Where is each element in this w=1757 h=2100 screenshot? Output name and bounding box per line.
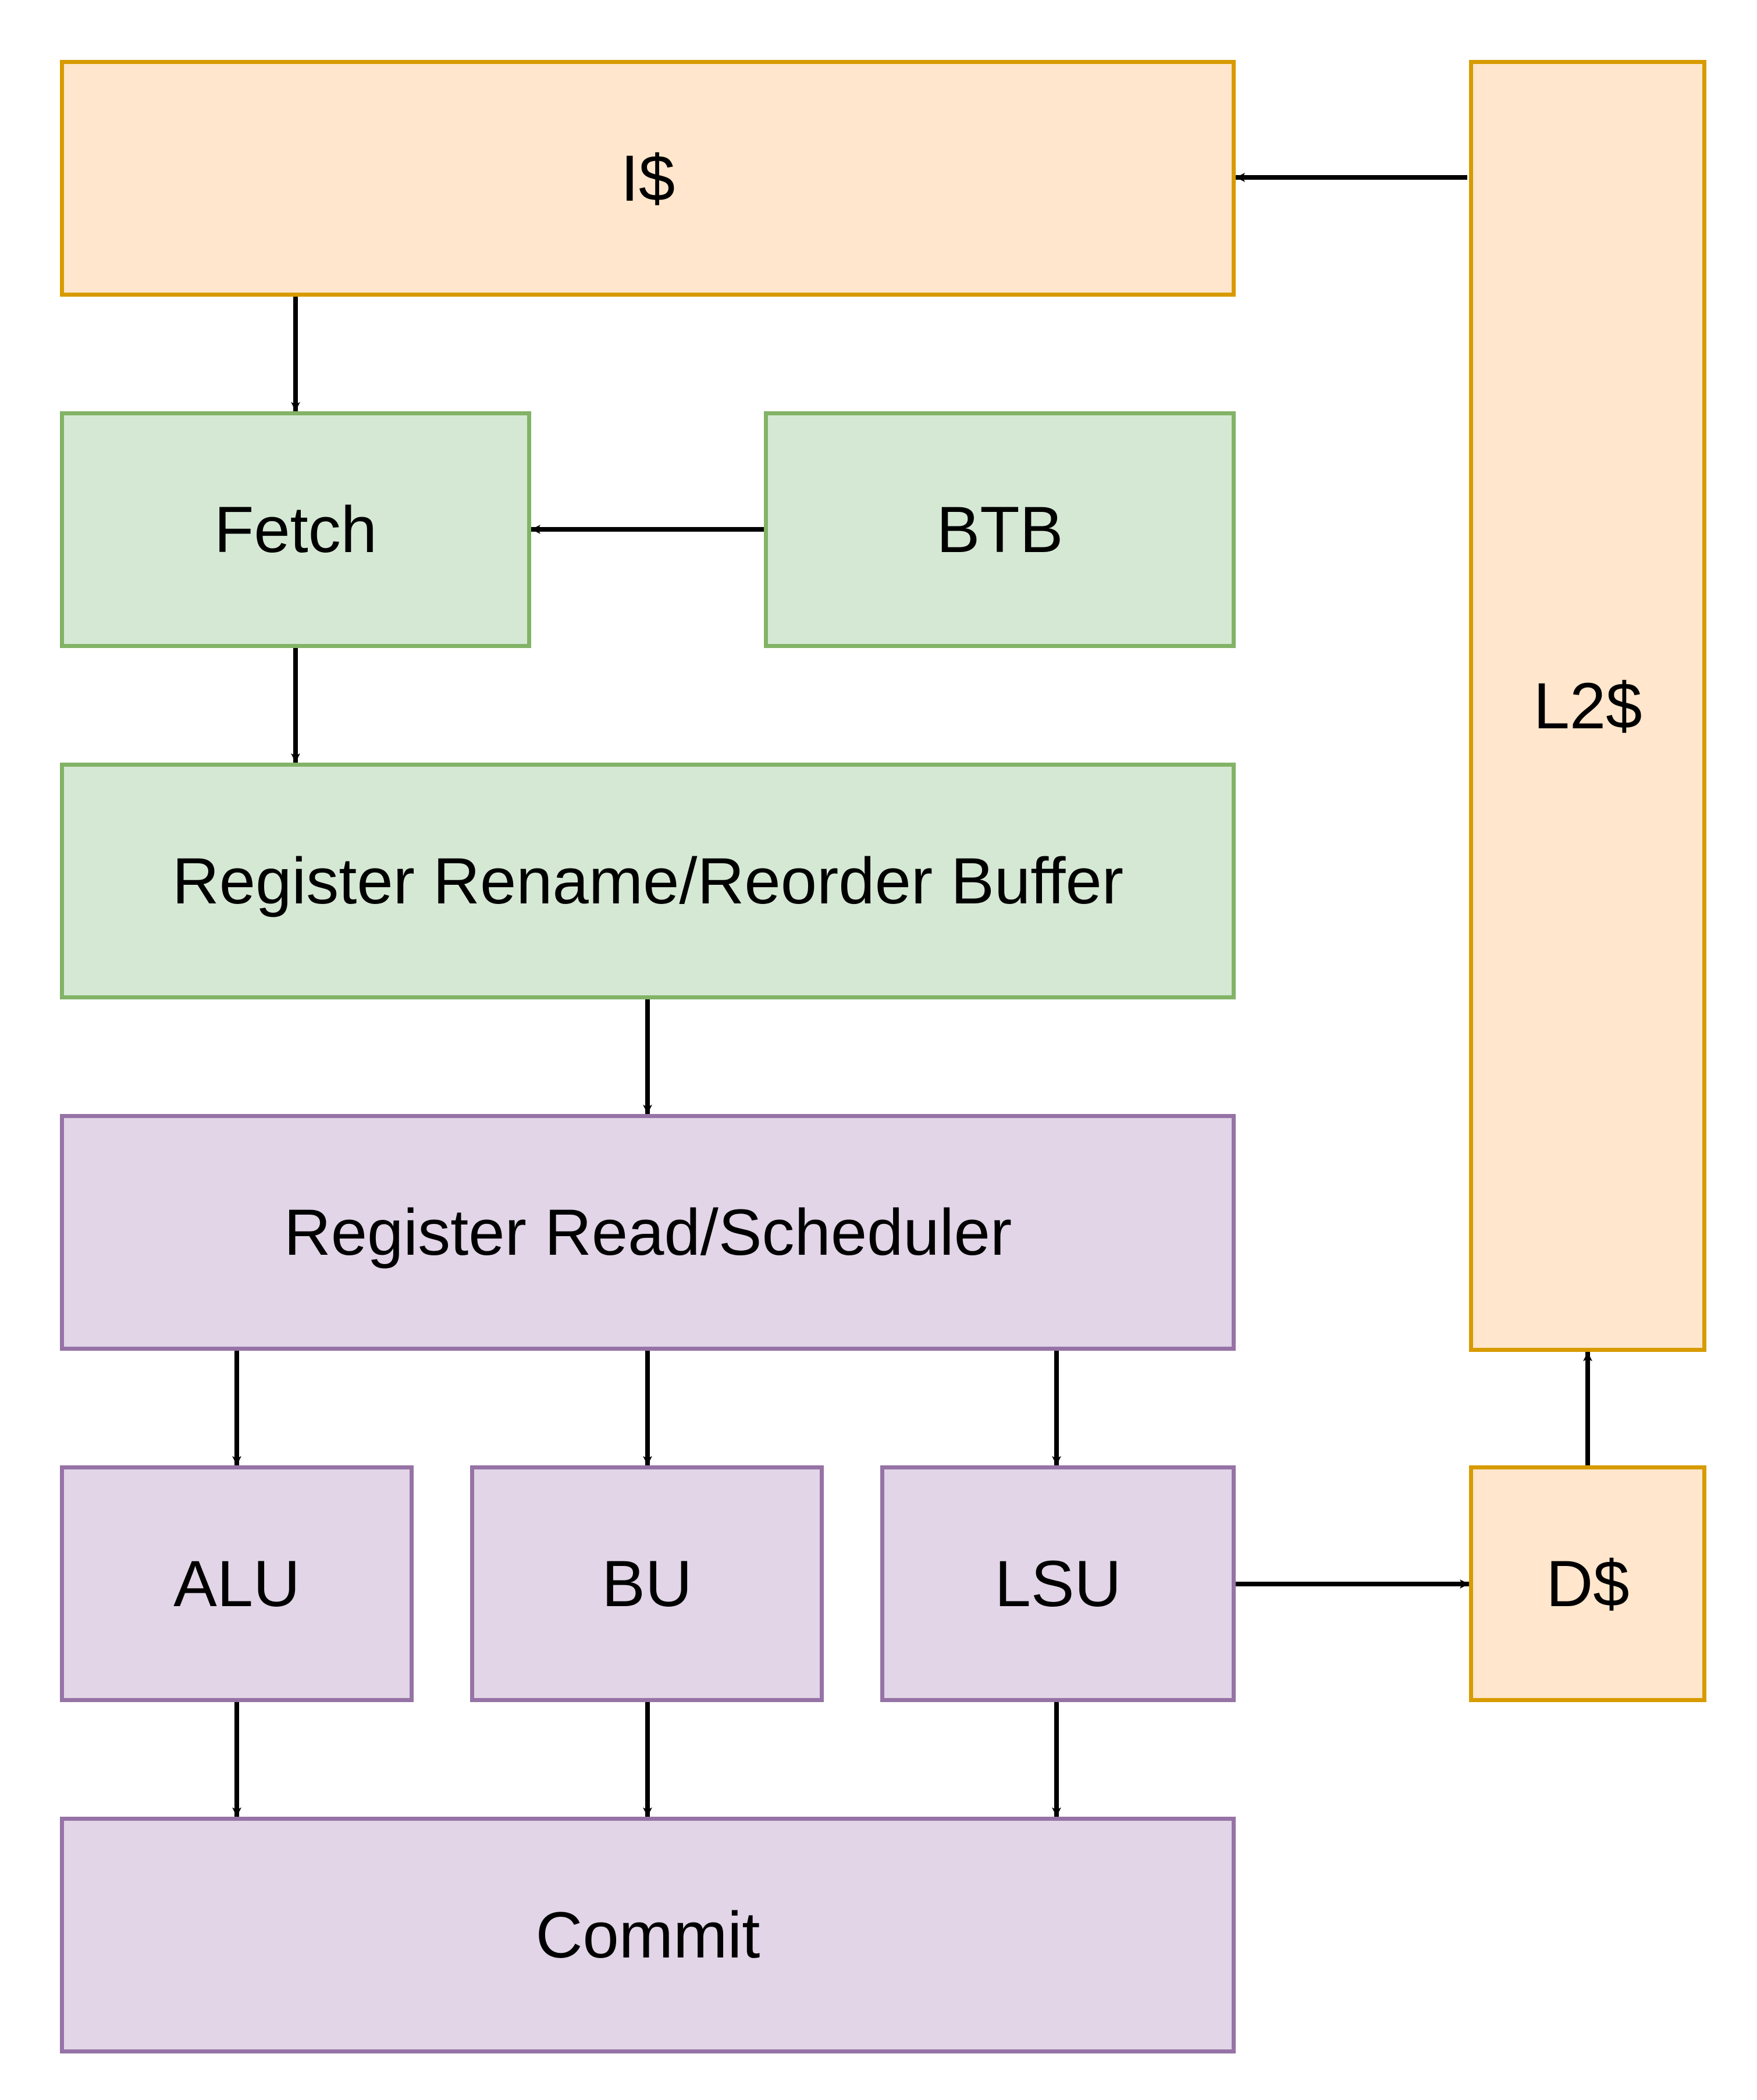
bu-block: BU	[470, 1465, 824, 1702]
l2cache-label: L2$	[1533, 669, 1642, 742]
lsu-label: LSU	[994, 1547, 1122, 1620]
alu-block: ALU	[60, 1465, 414, 1702]
fetch-label: Fetch	[214, 493, 378, 566]
btb-block: BTB	[764, 411, 1236, 648]
lsu-block: LSU	[880, 1465, 1236, 1702]
arrow-group	[232, 173, 1592, 1817]
commit-block: Commit	[60, 1817, 1236, 2053]
btb-label: BTB	[936, 493, 1064, 566]
bu-label: BU	[602, 1547, 692, 1620]
fetch-block: Fetch	[60, 411, 531, 648]
register-read-scheduler-label: Register Read/Scheduler	[283, 1195, 1012, 1269]
icache-label: I$	[620, 141, 675, 215]
alu-label: ALU	[173, 1547, 300, 1620]
l2cache-block: L2$	[1469, 60, 1706, 1352]
commit-label: Commit	[535, 1898, 760, 1971]
register-rename-label: Register Rename/Reorder Buffer	[172, 844, 1124, 917]
dcache-label: D$	[1546, 1547, 1630, 1620]
dcache-block: D$	[1469, 1465, 1706, 1702]
icache-block: I$	[60, 60, 1236, 297]
register-rename-block: Register Rename/Reorder Buffer	[60, 763, 1236, 999]
register-read-scheduler-block: Register Read/Scheduler	[60, 1114, 1236, 1351]
